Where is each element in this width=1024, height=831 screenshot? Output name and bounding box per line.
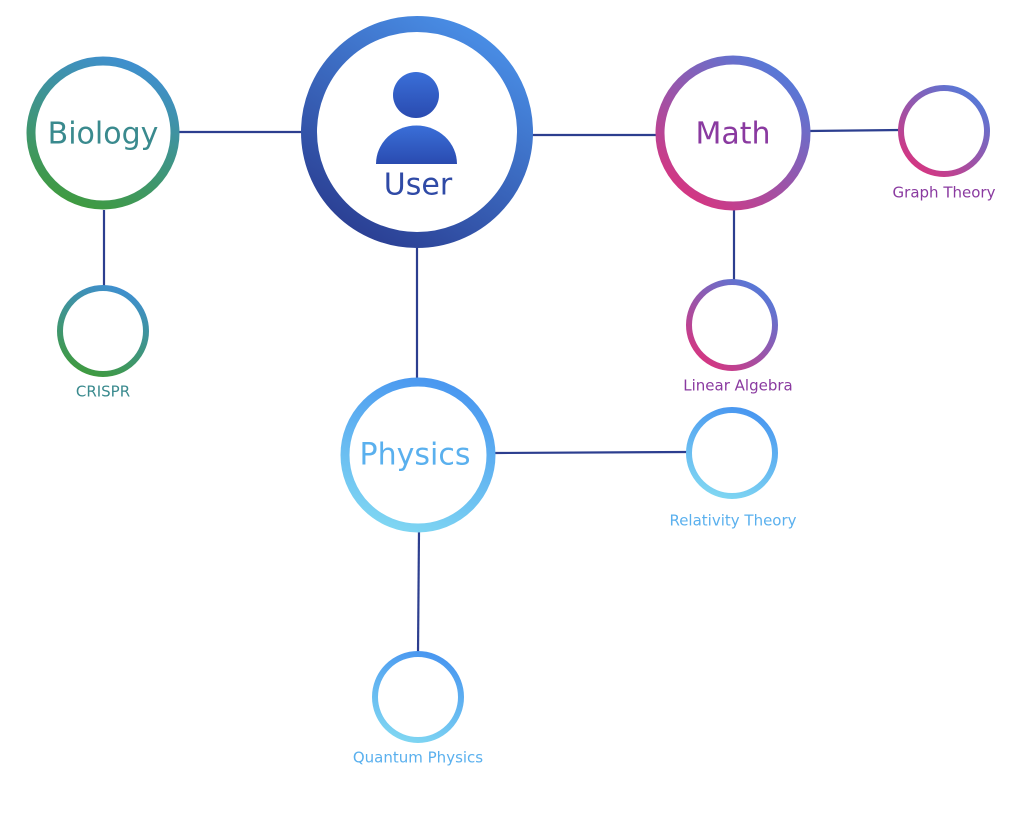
topic-node-physics[interactable]: Physics (340, 377, 496, 533)
subtopic-node-crispr[interactable]: CRISPR (57, 285, 149, 401)
topic-node-biology[interactable]: Biology (26, 56, 180, 210)
relativity-theory-label: Relativity Theory (669, 512, 796, 530)
linear-algebra-label: Linear Algebra (683, 377, 792, 395)
biology-label: Biology (48, 117, 159, 152)
math-label: Math (695, 117, 770, 152)
topic-node-math[interactable]: Math (655, 55, 811, 211)
edge-physics-relativity (493, 450, 689, 455)
math-node-ring (655, 55, 811, 211)
physics-label: Physics (360, 438, 471, 473)
subtopic-node-quantum-physics[interactable]: Quantum Physics (353, 651, 483, 767)
graph-theory-node-ring (898, 85, 990, 177)
subtopic-node-linear-algebra[interactable]: Linear Algebra (683, 279, 793, 395)
user-icon (376, 72, 457, 164)
user-label: User (384, 168, 453, 203)
relativity-theory-node-ring (686, 407, 778, 499)
quantum-physics-label: Quantum Physics (353, 749, 483, 767)
quantum-physics-node-ring (372, 651, 464, 743)
edges (102, 128, 901, 655)
physics-node-ring (340, 377, 496, 533)
crispr-label: CRISPR (76, 383, 130, 401)
user-node[interactable]: User (301, 16, 533, 248)
edge-math-graph-theory (807, 128, 901, 133)
edge-physics-quantum (416, 529, 421, 655)
subtopic-node-graph-theory[interactable]: Graph Theory (893, 85, 996, 202)
subtopic-node-relativity-theory[interactable]: Relativity Theory (669, 407, 797, 530)
graph-theory-label: Graph Theory (893, 184, 996, 202)
biology-node-ring (26, 56, 180, 210)
crispr-node-ring (57, 285, 149, 377)
linear-algebra-node-ring (686, 279, 778, 371)
